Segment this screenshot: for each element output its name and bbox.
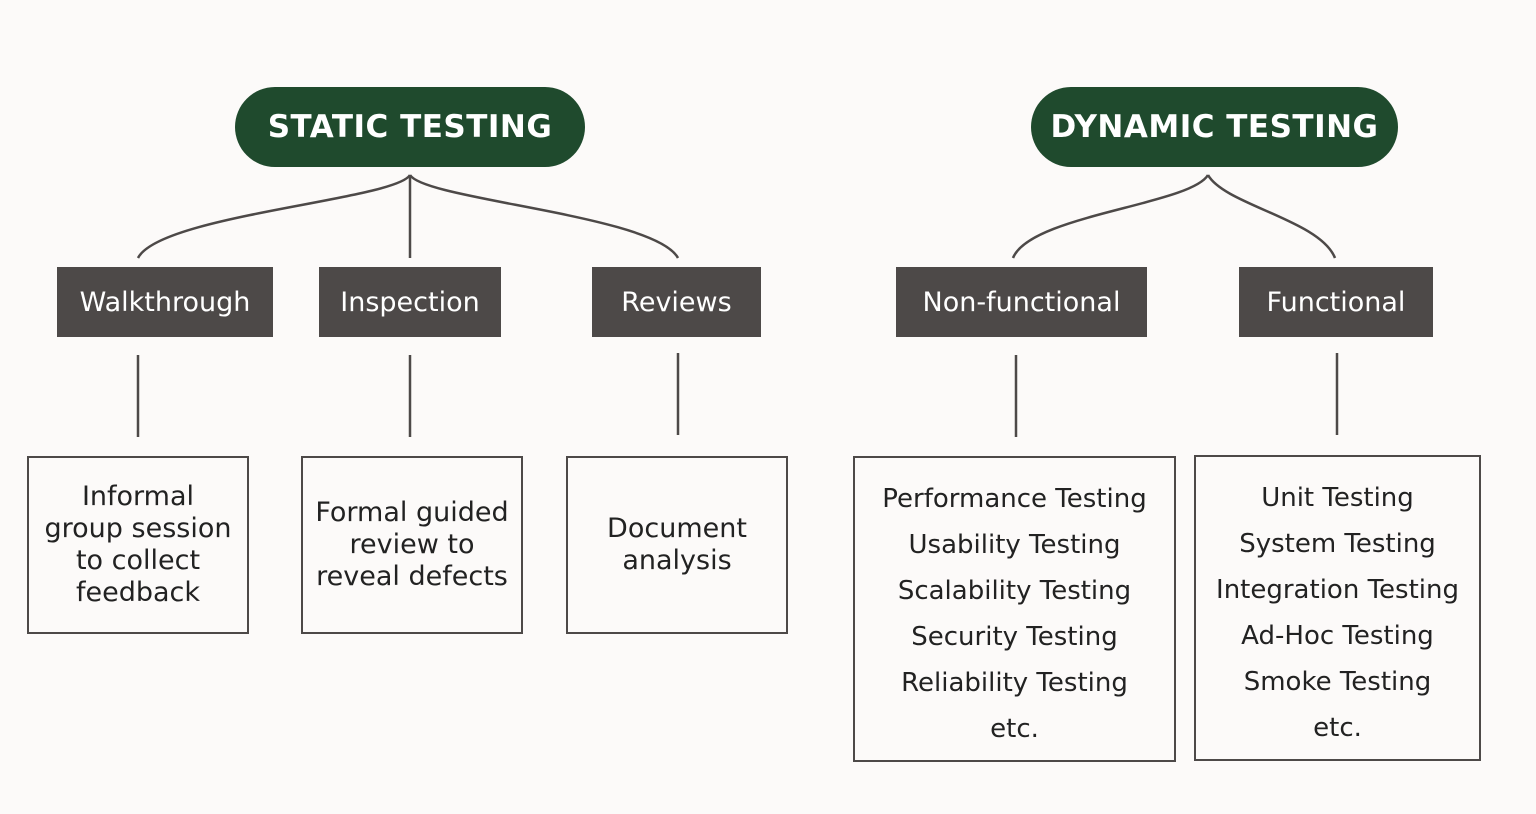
inspection-description: Formal guided review to reveal defects bbox=[301, 456, 523, 634]
dynamic-brace-right bbox=[1206, 174, 1337, 259]
dynamic-testing-node: DYNAMIC TESTING bbox=[1031, 87, 1398, 167]
list-item: Integration Testing bbox=[1216, 575, 1459, 605]
list-item: Ad-Hoc Testing bbox=[1241, 621, 1434, 651]
inspection-node: Inspection bbox=[319, 267, 501, 337]
static-testing-node: STATIC TESTING bbox=[235, 87, 585, 167]
description-line: reveal defects bbox=[316, 561, 508, 592]
inspection-label: Inspection bbox=[340, 286, 480, 318]
description-line: Document bbox=[607, 513, 747, 544]
list-item: etc. bbox=[990, 714, 1039, 744]
description-line: group session bbox=[44, 513, 232, 544]
description-line: Informal bbox=[81, 481, 195, 512]
non-functional-list: Performance Testing Usability Testing Sc… bbox=[853, 456, 1176, 762]
functional-list: Unit Testing System Testing Integration … bbox=[1194, 455, 1481, 761]
list-item: Scalability Testing bbox=[897, 576, 1132, 606]
dynamic-brace-left bbox=[1011, 174, 1210, 259]
description-line: Formal guided bbox=[315, 497, 509, 528]
functional-label: Functional bbox=[1266, 286, 1406, 318]
walkthrough-label: Walkthrough bbox=[79, 286, 251, 318]
description-line: to collect bbox=[75, 545, 201, 576]
list-item: etc. bbox=[1313, 713, 1362, 743]
reviews-node: Reviews bbox=[592, 267, 761, 337]
static-brace-left bbox=[136, 174, 412, 259]
walkthrough-node: Walkthrough bbox=[57, 267, 273, 337]
static-brace-right bbox=[408, 174, 680, 259]
list-item: Smoke Testing bbox=[1243, 667, 1432, 697]
non-functional-label: Non-functional bbox=[922, 286, 1121, 318]
non-functional-node: Non-functional bbox=[896, 267, 1147, 337]
description-line: review to bbox=[349, 529, 475, 560]
list-item: Usability Testing bbox=[908, 530, 1121, 560]
list-item: Reliability Testing bbox=[901, 668, 1128, 698]
list-item: System Testing bbox=[1239, 529, 1436, 559]
list-item: Performance Testing bbox=[882, 484, 1147, 514]
static-testing-title: STATIC TESTING bbox=[267, 109, 553, 145]
dynamic-testing-title: DYNAMIC TESTING bbox=[1050, 109, 1379, 145]
reviews-label: Reviews bbox=[621, 286, 732, 318]
description-line: feedback bbox=[75, 577, 201, 608]
functional-node: Functional bbox=[1239, 267, 1433, 337]
description-line: analysis bbox=[622, 545, 732, 576]
reviews-description: Document analysis bbox=[566, 456, 788, 634]
walkthrough-description: Informal group session to collect feedba… bbox=[27, 456, 249, 634]
list-item: Unit Testing bbox=[1261, 483, 1414, 513]
list-item: Security Testing bbox=[911, 622, 1118, 652]
